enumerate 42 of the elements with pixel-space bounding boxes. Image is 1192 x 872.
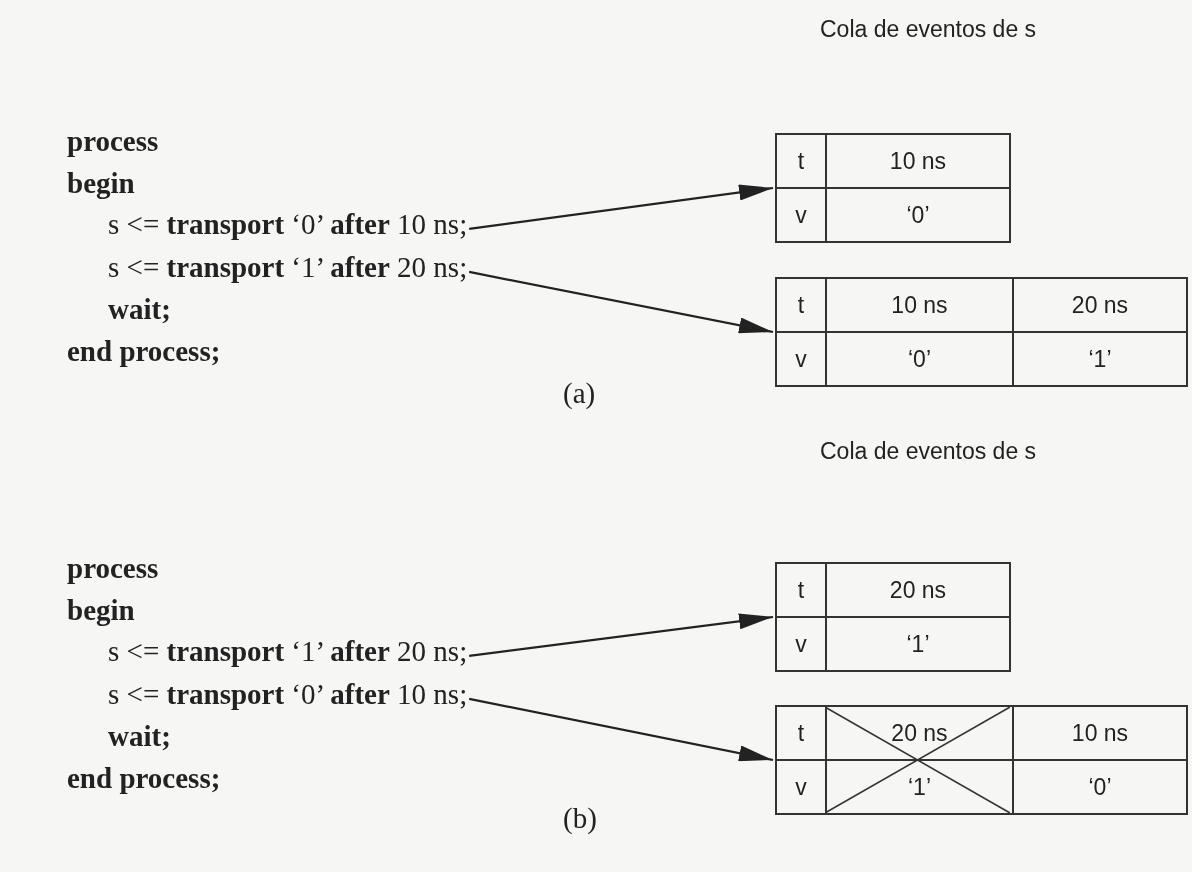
code-keyword: end process; <box>67 763 221 795</box>
event-queue-table <box>775 277 1188 387</box>
queue-cell: 20 ns <box>1013 278 1187 332</box>
queue-cell: ‘0’ <box>826 188 1010 242</box>
row-header-cell: v <box>776 188 826 242</box>
row-header-cell: t <box>776 134 826 188</box>
row-header-cell: t <box>776 278 826 332</box>
event-queue-table <box>775 133 1011 243</box>
code-keyword: process <box>67 553 159 585</box>
queue-cell: ‘1’ <box>826 760 1013 814</box>
event-queue-table <box>775 705 1188 815</box>
code-keyword: begin <box>67 168 135 200</box>
queue-cell: 10 ns <box>826 134 1010 188</box>
queue-cell: ‘1’ <box>1013 332 1187 386</box>
code-line: s <= transport ‘1’ after 20 ns; <box>108 252 468 284</box>
queue-cell: 10 ns <box>826 278 1013 332</box>
panel-label: (a) <box>563 378 596 410</box>
row-header-cell: v <box>776 332 826 386</box>
arrow <box>469 182 774 231</box>
code-keyword: wait; <box>108 721 171 753</box>
queue-cell: 20 ns <box>826 563 1010 617</box>
arrow <box>469 611 774 658</box>
row-header-cell: v <box>776 617 826 671</box>
queue-cell: ‘1’ <box>826 617 1010 671</box>
code-line: s <= transport ‘0’ after 10 ns; <box>108 679 468 711</box>
queue-heading: Cola de eventos de s <box>820 438 1037 465</box>
row-header-cell: v <box>776 760 826 814</box>
code-keyword: end process; <box>67 336 221 368</box>
panel-label: (b) <box>563 803 597 835</box>
queue-cell: 10 ns <box>1013 706 1187 760</box>
queue-cell: ‘0’ <box>826 332 1013 386</box>
queue-cell: 20 ns <box>826 706 1013 760</box>
event-queue-table <box>775 562 1011 672</box>
code-keyword: process <box>67 126 159 158</box>
queue-cell: ‘0’ <box>1013 760 1187 814</box>
row-header-cell: t <box>776 563 826 617</box>
code-line: s <= transport ‘1’ after 20 ns; <box>108 636 468 668</box>
code-keyword: begin <box>67 595 135 627</box>
queue-heading: Cola de eventos de s <box>820 16 1037 43</box>
code-keyword: wait; <box>108 294 171 326</box>
row-header-cell: t <box>776 706 826 760</box>
code-line: s <= transport ‘0’ after 10 ns; <box>108 209 468 241</box>
